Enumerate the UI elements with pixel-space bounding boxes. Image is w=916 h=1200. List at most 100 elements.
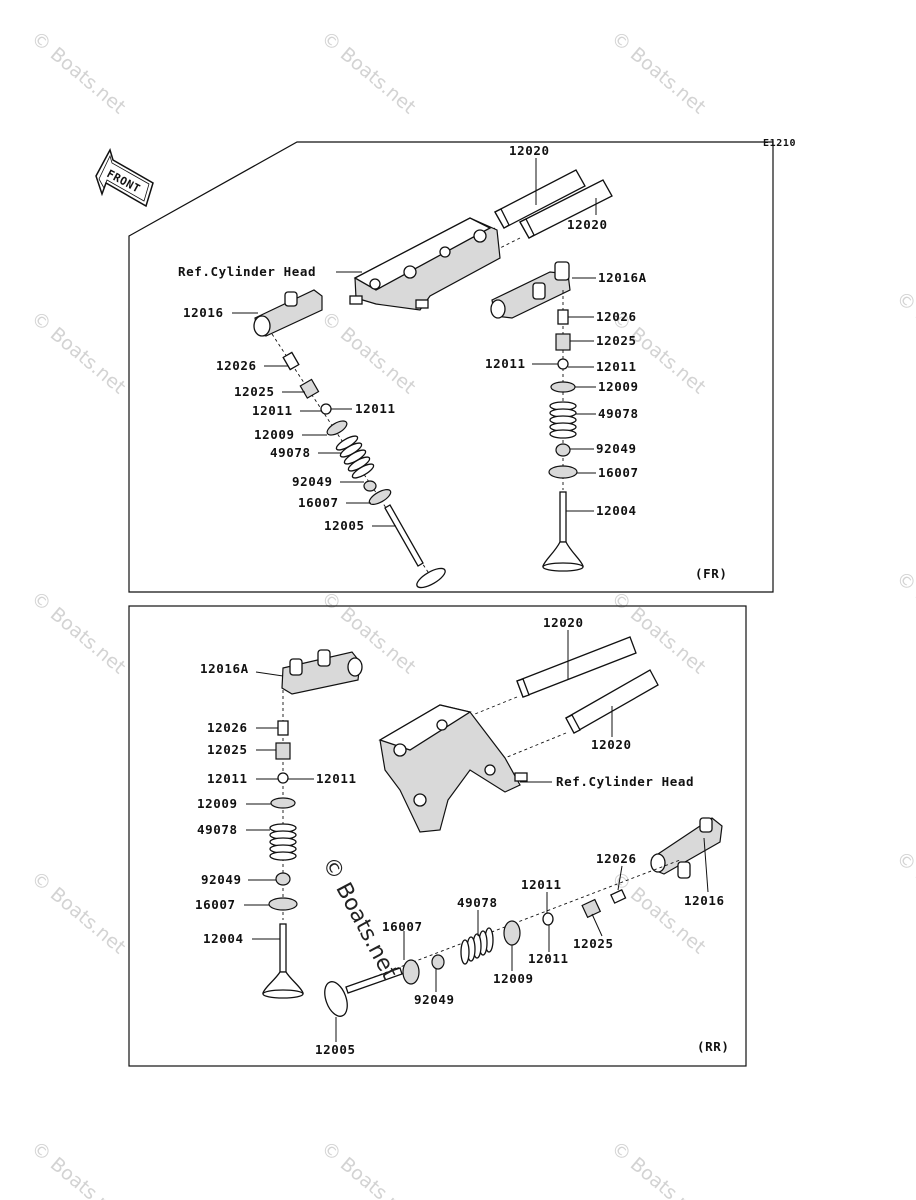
seat-16007 — [548, 465, 578, 479]
part-label: 12005 — [324, 518, 365, 533]
part-label: 12020 — [591, 737, 632, 752]
part-label: 12020 — [567, 217, 608, 232]
pushrod-12020 — [469, 636, 659, 761]
part-label: 12009 — [493, 971, 534, 986]
part-label: 12011 — [596, 359, 637, 374]
watermark-text: © Boats.net — [27, 867, 130, 958]
part-label: 49078 — [457, 895, 498, 910]
adjuster-12025 — [275, 742, 291, 760]
watermark-text: © Boats.net — [317, 27, 420, 118]
rocker-arm-12016 — [253, 289, 323, 337]
spring-49078 — [549, 401, 577, 439]
watermark-text: © Boats.net — [317, 1137, 420, 1200]
cylinder-head-fr — [349, 217, 501, 311]
part-label: 12016A — [200, 661, 249, 676]
part-label: 92049 — [414, 992, 455, 1007]
rocker-arm-12016a — [281, 649, 363, 695]
spring-49078 — [460, 927, 494, 965]
diagram-code: E1210 — [763, 138, 796, 149]
valve-stem-12005 — [384, 504, 424, 567]
valve-stack-left — [271, 333, 446, 589]
part-label: 12011 — [355, 401, 396, 416]
part-label: 12026 — [596, 851, 637, 866]
lifter-shim-12026 — [610, 888, 627, 904]
cotter-12011 — [557, 358, 569, 370]
retainer-12009 — [503, 920, 521, 946]
valve-stack-horizontal — [324, 859, 681, 1017]
part-label: 12026 — [596, 309, 637, 324]
part-label: 92049 — [292, 474, 333, 489]
watermark-text: © Boats.net — [607, 587, 710, 678]
watermark-text: © Boats.net — [27, 27, 130, 118]
watermark-text: © Boats.net — [892, 567, 916, 658]
part-label: 49078 — [197, 822, 238, 837]
rocker-arm-12016a — [490, 261, 571, 319]
adjuster-12025 — [299, 378, 320, 399]
seal-92049 — [555, 443, 571, 457]
part-label: 12016A — [598, 270, 647, 285]
part-label: 12020 — [543, 615, 584, 630]
cotter-12011 — [320, 403, 332, 415]
seal-92049 — [431, 954, 445, 970]
part-label: 92049 — [596, 441, 637, 456]
part-label: 12011 — [528, 951, 569, 966]
watermark-text: © Boats.net — [317, 307, 420, 398]
watermark-text: © Boats.net — [27, 587, 130, 678]
lifter-shim-12026 — [557, 309, 569, 325]
part-label: 12009 — [197, 796, 238, 811]
part-label: 12026 — [207, 720, 248, 735]
valve-stem-12004 — [559, 491, 567, 543]
seat-16007 — [268, 897, 298, 911]
watermark-text: © Boats.net — [27, 1137, 130, 1200]
part-label: 12016 — [183, 305, 224, 320]
valve-stack-left — [262, 690, 304, 999]
part-label: 12020 — [509, 143, 550, 158]
ref-cylinder-head-label: Ref.Cylinder Head — [556, 774, 694, 789]
part-label: 49078 — [598, 406, 639, 421]
part-label: 12025 — [573, 936, 614, 951]
pushrod-12020 — [454, 169, 613, 259]
watermark-text: © Boats.net — [892, 847, 916, 938]
watermark-text: © Boats.net — [607, 867, 710, 958]
part-label: 12011 — [485, 356, 526, 371]
cotter-12011 — [542, 912, 554, 926]
valve-stack-right — [542, 290, 584, 572]
rr-labels: 12020 12020 Ref.Cylinder Head 12016A 120… — [195, 615, 729, 1057]
part-label: 16007 — [598, 465, 639, 480]
spring-49078 — [269, 823, 297, 861]
part-label: 12011 — [252, 403, 293, 418]
seal-92049 — [363, 480, 377, 492]
panel-tag: (FR) — [695, 566, 728, 581]
part-label: 12025 — [207, 742, 248, 757]
retainer-12009 — [550, 381, 576, 393]
fr-labels: 12020 12020 Ref.Cylinder Head 12016A 120… — [178, 143, 728, 581]
cotter-12011 — [277, 772, 289, 784]
lifter-shim-12026 — [282, 351, 300, 371]
front-arrow-icon: FRONT — [95, 148, 154, 208]
watermark-text: © Boats.net — [607, 1137, 710, 1200]
part-label: 12026 — [216, 358, 257, 373]
watermark-text: © Boats.net — [27, 307, 130, 398]
part-label: 12009 — [598, 379, 639, 394]
ref-cylinder-head-label: Ref.Cylinder Head — [178, 264, 316, 279]
part-label: 49078 — [270, 445, 311, 460]
spring-49078 — [335, 435, 375, 479]
watermark-text: © Boats.net — [892, 287, 916, 378]
retainer-12009 — [270, 797, 296, 809]
watermark-layer: © Boats.net © Boats.net © Boats.net © Bo… — [27, 27, 916, 1200]
part-label: 92049 — [201, 872, 242, 887]
part-label: 12004 — [203, 931, 244, 946]
adjuster-12025 — [555, 333, 571, 351]
part-label: 12025 — [596, 333, 637, 348]
panel-fr-frame — [128, 141, 774, 593]
rr-leaders — [244, 630, 709, 1042]
part-label: 12011 — [207, 771, 248, 786]
part-label: 12011 — [521, 877, 562, 892]
part-label: 12004 — [596, 503, 637, 518]
part-label: 16007 — [298, 495, 339, 510]
panel-fr: 12020 12020 Ref.Cylinder Head 12016A 120… — [128, 141, 774, 593]
retainer-12009 — [326, 420, 348, 436]
seat-16007 — [402, 959, 420, 985]
watermark-text: © Boats.net — [607, 27, 710, 118]
